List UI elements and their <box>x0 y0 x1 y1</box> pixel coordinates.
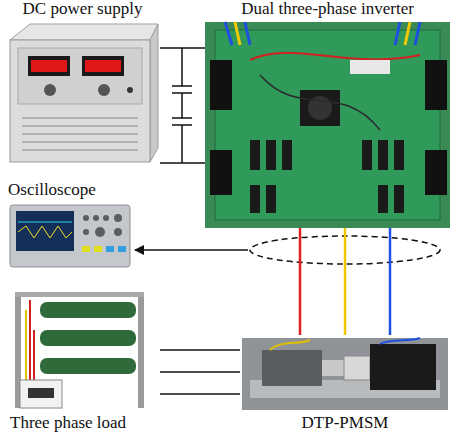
node-heading: DTP-PMSM <box>302 414 389 432</box>
wire <box>299 228 302 335</box>
node-heading: DC power supply <box>23 0 143 18</box>
oscilloscope-illustration <box>10 205 130 267</box>
wire <box>160 162 205 164</box>
wire <box>160 393 240 395</box>
wire <box>160 349 240 351</box>
photo-panel: DC power supply <box>5 0 160 165</box>
photo-panel: Three phase load <box>10 288 160 432</box>
motor-illustration <box>242 338 448 410</box>
load-illustration <box>15 292 144 408</box>
dc-supply-illustration <box>10 24 158 162</box>
photo-panel: Oscilloscope <box>8 181 133 268</box>
node-heading: Oscilloscope <box>8 181 96 199</box>
measure-arrow <box>135 249 248 251</box>
photo-panel: DTP-PMSM <box>240 335 450 432</box>
wire <box>344 228 347 335</box>
inverter-illustration <box>205 22 450 228</box>
wire <box>389 228 392 335</box>
wire <box>160 47 205 49</box>
node-heading: Three phase load <box>10 414 126 432</box>
capacitor-symbol <box>172 48 192 163</box>
node-heading: Dual three-phase inverter <box>241 0 414 18</box>
wire <box>160 371 240 373</box>
photo-panel: Dual three-phase inverter <box>205 0 450 228</box>
